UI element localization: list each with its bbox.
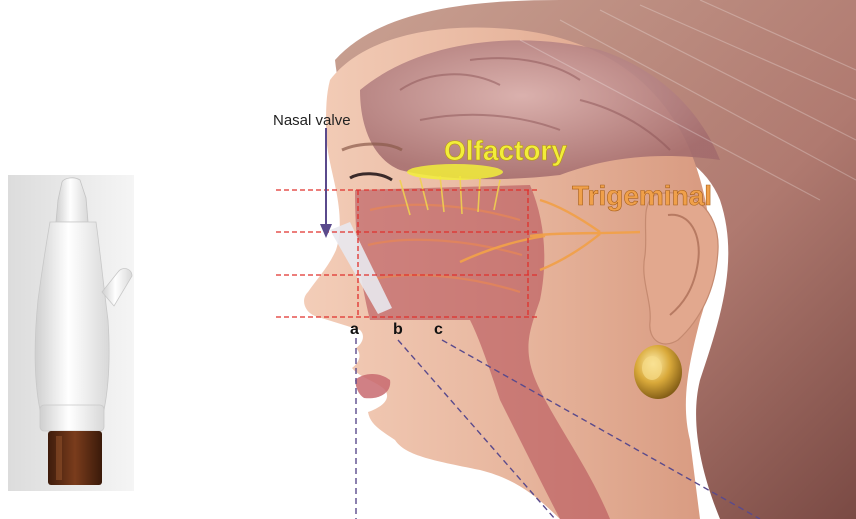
path-label-c: c	[434, 321, 443, 338]
nasal-spray-device-illustration	[8, 175, 134, 491]
device-body	[35, 222, 109, 410]
gold-earring-illustration	[634, 345, 682, 399]
nasal-valve-label: Nasal valve	[273, 112, 351, 129]
path-label-b: b	[393, 321, 403, 338]
trigeminal-label: Trigeminal	[572, 180, 712, 211]
lips	[355, 374, 390, 398]
olfactory-label: Olfactory	[444, 135, 567, 166]
path-label-a: a	[350, 321, 359, 338]
device-collar	[40, 405, 104, 431]
olfactory-bulb	[407, 164, 503, 180]
head-profile-anatomy-illustration	[304, 0, 856, 519]
